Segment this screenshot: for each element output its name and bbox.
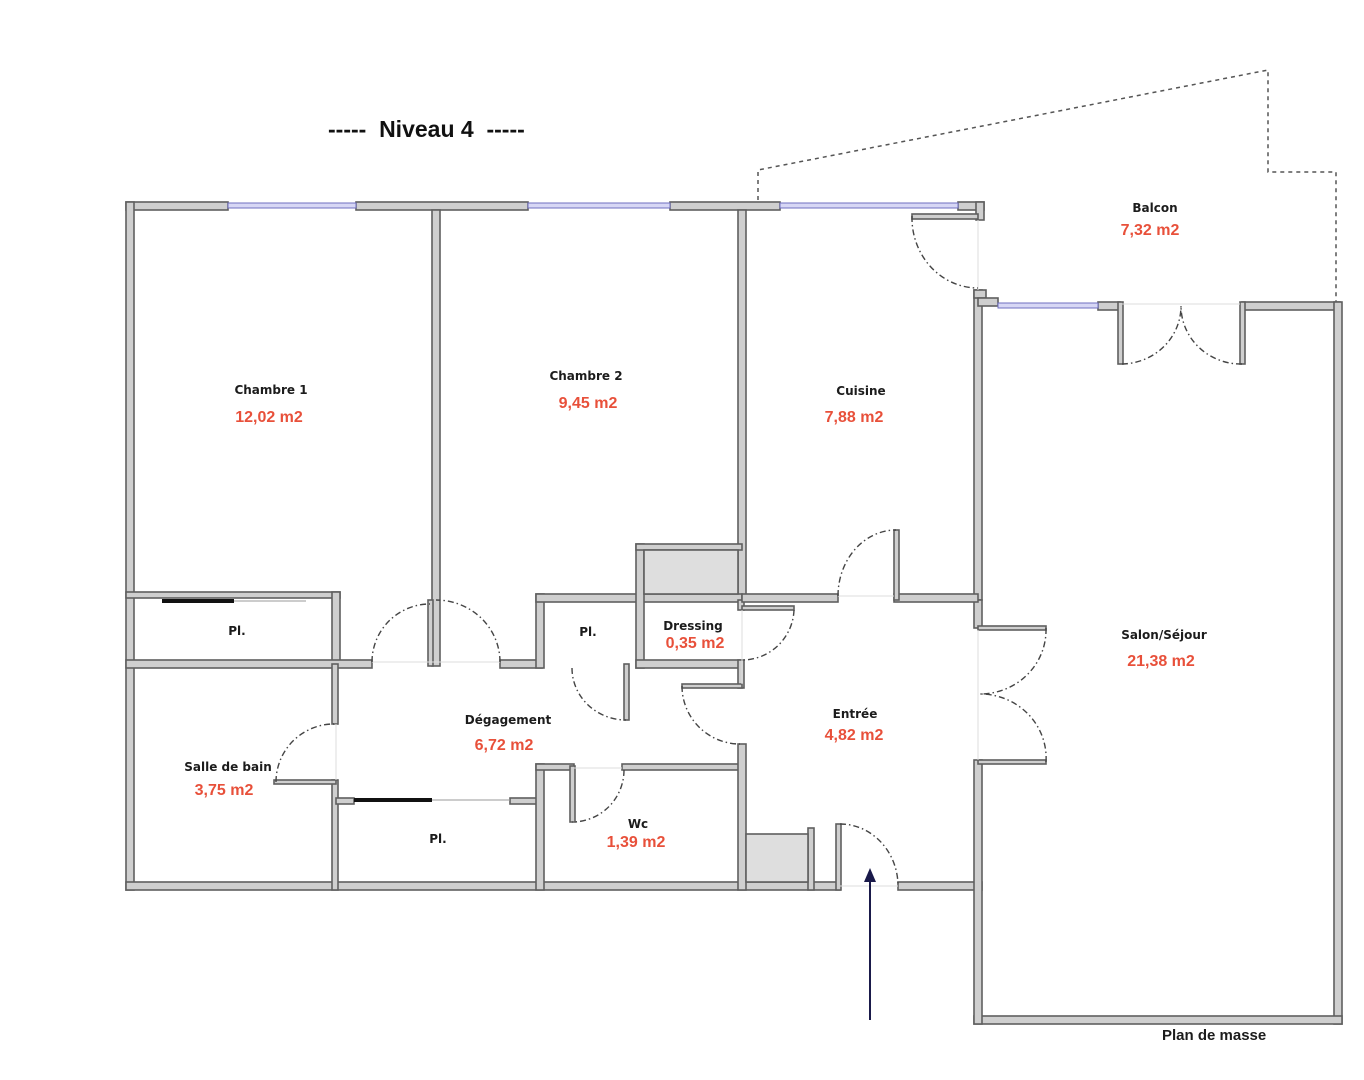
- room-area-wc: 1,39 m2: [606, 834, 666, 851]
- room-label-salon: Salon/Séjour: [1121, 628, 1207, 642]
- closet-sliders: [162, 599, 510, 802]
- room-area-balcon: 7,32 m2: [1120, 222, 1180, 239]
- plan-de-masse-label: Plan de masse: [1162, 1027, 1267, 1044]
- entry-arrow-icon: [864, 868, 876, 1020]
- closet-label-chambre1: Pl.: [228, 624, 246, 638]
- room-label-wc: Wc: [627, 817, 649, 831]
- room-label-sdb: Salle de bain: [184, 760, 272, 774]
- closet-label-bottom: Pl.: [429, 832, 447, 846]
- duct-block-lower: [745, 833, 809, 883]
- door-swings: [275, 215, 1243, 887]
- duct-block-upper: [643, 549, 739, 595]
- closet-label-middle: Pl.: [579, 625, 597, 639]
- room-area-chambre2: 9,45 m2: [558, 395, 618, 412]
- room-area-entree: 4,82 m2: [824, 727, 884, 744]
- room-label-cuisine: Cuisine: [836, 384, 886, 398]
- room-area-sdb: 3,75 m2: [194, 782, 254, 799]
- page-title: ----- Niveau 4 -----: [328, 116, 525, 142]
- room-area-salon: 21,38 m2: [1127, 653, 1195, 670]
- room-label-degagement: Dégagement: [464, 713, 552, 727]
- room-label-balcon: Balcon: [1132, 201, 1178, 215]
- room-area-dressing: 0,35 m2: [665, 635, 725, 652]
- thresholds: [335, 220, 1240, 887]
- room-label-entree: Entrée: [832, 707, 878, 721]
- room-label-dressing: Dressing: [663, 619, 723, 633]
- room-label-chambre2: Chambre 2: [549, 369, 623, 383]
- room-area-degagement: 6,72 m2: [474, 737, 534, 754]
- room-area-chambre1: 12,02 m2: [235, 409, 303, 426]
- room-label-chambre1: Chambre 1: [234, 383, 308, 397]
- windows: [227, 202, 1099, 309]
- walls: [125, 201, 1343, 1025]
- room-area-cuisine: 7,88 m2: [824, 409, 884, 426]
- balcony-outline: [757, 69, 1337, 305]
